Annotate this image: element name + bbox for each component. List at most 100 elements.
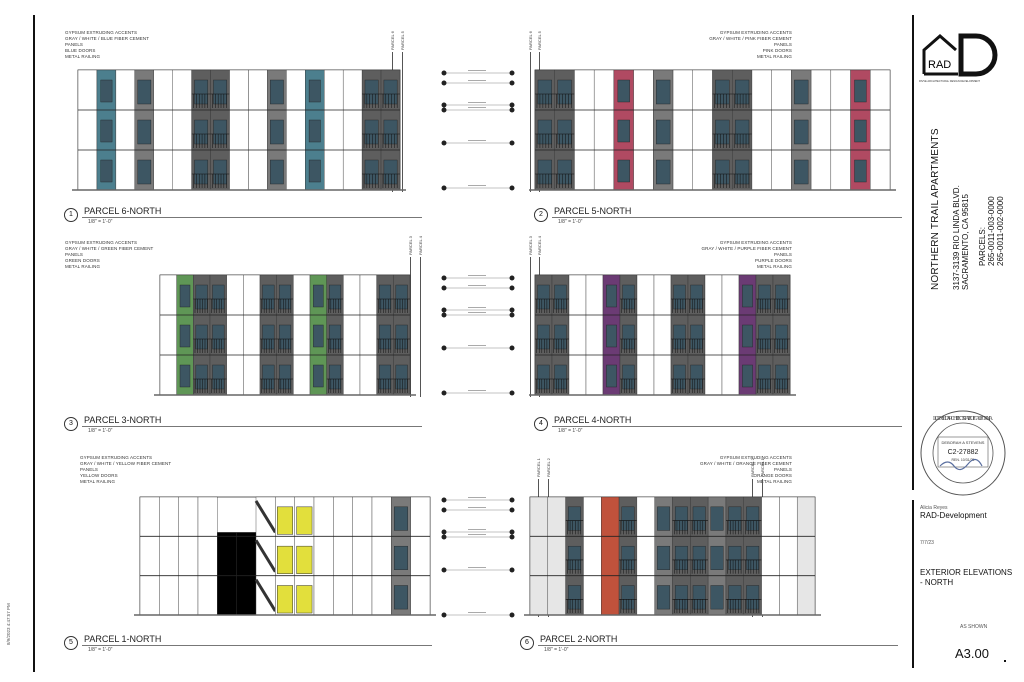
material-note: PINK DOORS [762, 48, 792, 53]
signature [939, 458, 983, 471]
material-note: GRAY / WHITE / YELLOW FIBER CEMENT PANEL… [80, 461, 172, 472]
material-note: GRAY / WHITE / ORANGE FIBER CEMENT PANEL… [700, 461, 792, 472]
level-marker [441, 529, 515, 535]
parcel-line-tag: PARCEL 6 [390, 31, 395, 50]
level-marker [441, 140, 515, 146]
elevation-number-bubble: 6 [520, 636, 534, 650]
material-note: GRAY / WHITE / PURPLE FIBER CEMENT PANEL… [701, 246, 792, 257]
level-marker [441, 107, 515, 113]
elevation-number-bubble: 1 [64, 208, 78, 222]
parcel-list: PARCELS: 265-0011-003-0000 265-0011-002-… [978, 196, 1005, 266]
material-note: ORANGE DOORS [753, 473, 792, 478]
level-marker [441, 390, 515, 396]
material-note: METAL RAILING [65, 54, 101, 59]
elevation-scale: 1/8" = 1'-0" [544, 647, 569, 653]
level-marker [441, 70, 515, 76]
elevation-scale: 1/8" = 1'-0" [88, 647, 113, 653]
level-marker [441, 80, 515, 86]
elevation-title: PARCEL 6-NORTH [84, 206, 162, 216]
svg-text:REN. 10/31/25: REN. 10/31/25 [952, 458, 975, 462]
building-elevation [529, 274, 796, 396]
level-marker [441, 307, 515, 313]
elevation-scale: 1/8" = 1'-0" [558, 428, 583, 434]
parcel-line [530, 52, 531, 192]
material-note: YELLOW DOORS [80, 473, 118, 478]
elevation-title: PARCEL 2-NORTH [540, 634, 618, 644]
level-marker [441, 312, 515, 318]
svg-text:RIVVE ARCHITECTURAL DESIGN DEV: RIVVE ARCHITECTURAL DESIGN DEVELOPMENT [919, 79, 980, 83]
elevation-scale: 1/8" = 1'-0" [88, 219, 113, 225]
title-underline [82, 217, 422, 218]
parcel-line-tag: PARCEL 6 [528, 31, 533, 50]
parcel-line-tag: PARCEL 4 [418, 236, 423, 255]
parcel-line [420, 257, 421, 397]
level-markers [441, 70, 515, 191]
material-note: PURPLE DOORS [755, 258, 792, 263]
material-note: GRAY / WHITE / PINK FIBER CEMENT PANELS [709, 36, 792, 47]
title-underline [82, 426, 422, 427]
material-note: GYPSUM EXTRUDING ACCENTS [80, 455, 153, 460]
level-marker [441, 534, 515, 540]
svg-text:DEBORAH A STEVENS: DEBORAH A STEVENS [942, 440, 985, 445]
parcel-line-tag: PARCEL 1 [536, 458, 541, 477]
material-note: GYPSUM EXTRUDING ACCENTS [65, 240, 138, 245]
title-underline [538, 645, 898, 646]
building-elevation [154, 274, 416, 396]
level-marker [441, 612, 515, 618]
level-marker [441, 345, 515, 351]
sheet-number: A3.00 [955, 646, 989, 661]
material-note: METAL RAILING [756, 54, 792, 59]
material-note: METAL RAILING [65, 264, 101, 269]
level-marker [441, 497, 515, 503]
parcel-line-tag: PARCEL 2 [750, 458, 755, 477]
level-marker [441, 285, 515, 291]
material-note: GRAY / WHITE / GREEN FIBER CEMENT PANELS [65, 246, 154, 257]
level-markers [441, 497, 515, 618]
material-note: GREEN DOORS [65, 258, 100, 263]
title-underline [552, 426, 902, 427]
material-note: GYPSUM EXTRUDING ACCENTS [719, 240, 792, 245]
elevation-number-bubble: 3 [64, 417, 78, 431]
building-elevation [72, 69, 406, 191]
elevation-title: PARCEL 4-NORTH [554, 415, 632, 425]
parcel-line [530, 257, 531, 397]
project-address: 3137-3139 RIO LINDA BLVD. SACRAMENTO, CA… [952, 185, 970, 290]
company-name: RAD-Development [920, 511, 987, 520]
level-marker [441, 507, 515, 513]
material-note: GYPSUM EXTRUDING ACCENTS [719, 30, 792, 35]
elevation-title: PARCEL 3-NORTH [84, 415, 162, 425]
parcel-line-tag: PARCEL 2 [546, 458, 551, 477]
building-elevation [529, 69, 896, 191]
material-note: BLUE DOORS [65, 48, 96, 53]
elevation-number-bubble: 4 [534, 417, 548, 431]
architect-stamp: LICENSED ARCHITECT · STATE OF CALIFORNIA… [920, 410, 1006, 496]
title-underline [82, 645, 432, 646]
parcel-line-tag: PARCEL 5 [400, 31, 405, 50]
elevation-number-bubble: 2 [534, 208, 548, 222]
level-marker [441, 275, 515, 281]
level-marker [441, 567, 515, 573]
svg-text:LICENSED ARCHITECT · STATE OF: LICENSED ARCHITECT · STATE OF CALIFORNIA [933, 416, 994, 422]
material-note: GYPSUM EXTRUDING ACCENTS [65, 30, 138, 35]
sheet-date: 7/7/23 [920, 540, 934, 546]
project-name: NORTHERN TRAIL APARTMENTS [930, 128, 941, 290]
parcel-line-tag: PARCEL 1 [760, 458, 765, 477]
parcel-line-tag: PARCEL 3 [408, 236, 413, 255]
elevation-number-bubble: 5 [64, 636, 78, 650]
level-marker [441, 102, 515, 108]
title-underline [552, 217, 902, 218]
material-note: METAL RAILING [756, 264, 792, 269]
elevation-title: PARCEL 5-NORTH [554, 206, 632, 216]
svg-text:RAD: RAD [928, 59, 951, 71]
drawn-by: Alicia Reyes [920, 505, 948, 511]
building-elevation [134, 496, 436, 616]
parcel-line-tag: PARCEL 4 [537, 236, 542, 255]
level-markers [441, 275, 515, 396]
rad-logo: RAD RIVVE ARCHITECTURAL DESIGN DEVELOPME… [919, 33, 998, 83]
sheet-scale: AS SHOWN [960, 624, 988, 630]
